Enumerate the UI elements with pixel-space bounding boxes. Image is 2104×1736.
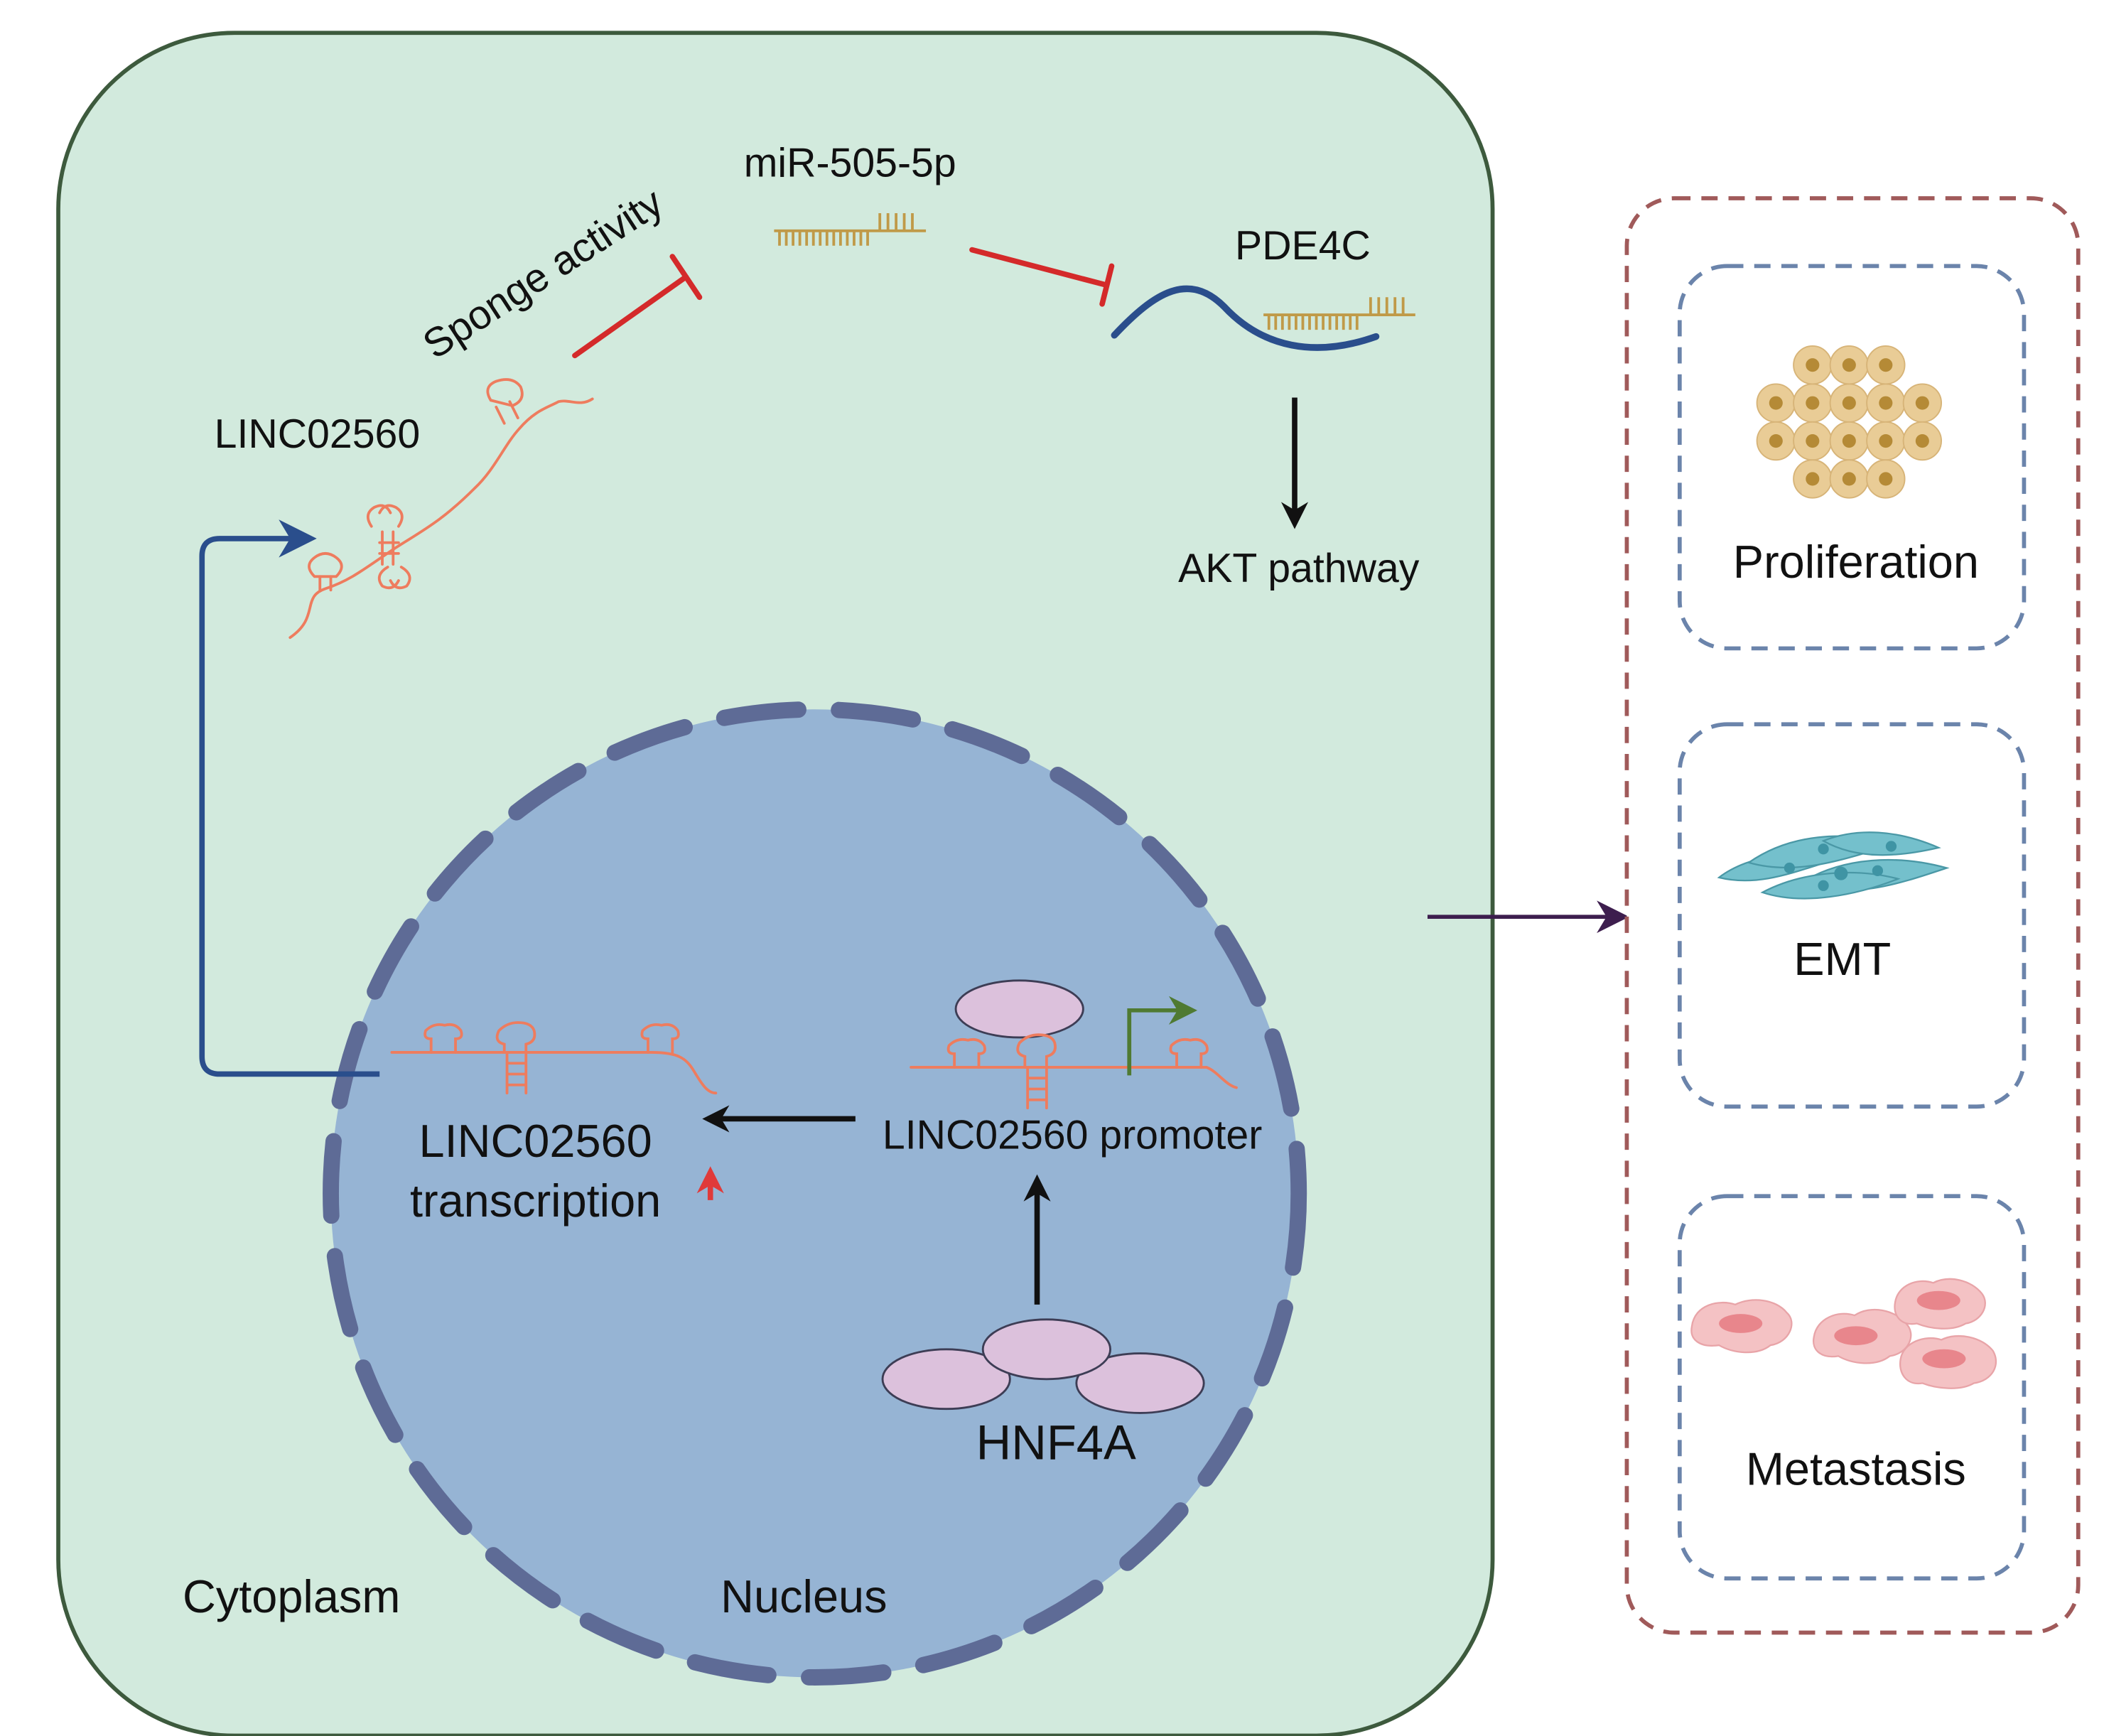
pde4c-label: PDE4C — [1235, 223, 1371, 269]
metastasis-box — [1677, 1194, 2027, 1581]
hnf4a-complex — [881, 1318, 1205, 1414]
cell-nucleus — [1915, 396, 1929, 410]
mirna-label: miR-505-5p — [744, 140, 956, 185]
akt-pathway-label: AKT pathway — [1178, 546, 1420, 591]
migrating-cells-icon — [1690, 1278, 1997, 1389]
cell-nucleus — [1806, 433, 1820, 448]
nuclear-lncrna-glyph — [390, 1021, 718, 1095]
cell-nucleus — [1879, 433, 1893, 448]
cell-nucleus — [1806, 396, 1820, 410]
promoter-label: LINC02560 promoter — [883, 1112, 1262, 1158]
phenotype-panel — [1624, 196, 2081, 1635]
cell-nucleus — [1842, 472, 1856, 486]
cell-nucleus — [1842, 433, 1856, 448]
cell-nucleus — [1842, 396, 1856, 410]
cell-nucleus — [1879, 358, 1893, 372]
metastasis-label: Metastasis — [1746, 1443, 1966, 1495]
cytoplasm-label: Cytoplasm — [183, 1570, 400, 1622]
cell-nucleus — [1842, 358, 1856, 372]
proliferation-box — [1677, 264, 2027, 651]
bound-protein — [954, 979, 1084, 1039]
cell-nucleus — [1769, 396, 1783, 410]
transcription-label-line1: LINC02560 — [419, 1115, 652, 1167]
cytoplasmic-lncrna-glyph — [288, 378, 594, 640]
transcription-label-line2: transcription — [410, 1175, 661, 1226]
nucleus-label: Nucleus — [721, 1570, 887, 1622]
sponge-inhibition-arrow — [572, 254, 703, 359]
spindle-cells-icon — [1717, 831, 1950, 900]
nuclear-export-arrow — [199, 519, 380, 1077]
proliferation-label: Proliferation — [1733, 536, 1979, 588]
pde4c-mrna — [1111, 285, 1380, 351]
cell-cluster-icon — [1756, 345, 1943, 499]
mirna-inhibition-arrow — [969, 247, 1115, 307]
linc02560-label: LINC02560 — [215, 411, 420, 457]
cell-nucleus — [1806, 358, 1820, 372]
promoter-dna-glyph — [910, 1033, 1238, 1110]
cell-nucleus — [1879, 396, 1893, 410]
emt-label: EMT — [1793, 933, 1891, 985]
hnf4a-label: HNF4A — [976, 1415, 1136, 1470]
cell-nucleus — [1915, 433, 1929, 448]
mirna-glyph — [774, 213, 927, 246]
bound-mirna-glyph — [1263, 297, 1415, 330]
cell-nucleus — [1879, 472, 1893, 486]
cell-nucleus — [1769, 433, 1783, 448]
transcription-start-arrow — [1127, 996, 1198, 1076]
cell-nucleus — [1806, 472, 1820, 486]
nucleus — [330, 709, 1299, 1678]
nuclear-envelope — [323, 701, 1307, 1686]
emt-box — [1677, 722, 2027, 1109]
